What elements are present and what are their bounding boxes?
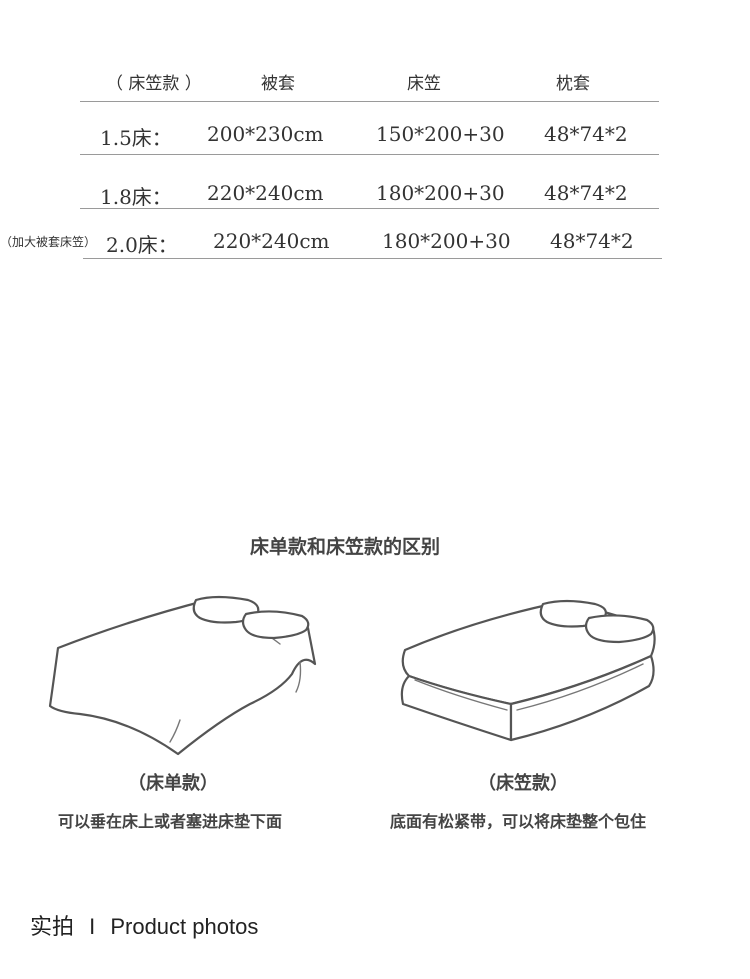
fitted-sheet-label: （床笠款）	[478, 773, 568, 794]
header-fitted: 床笠	[407, 74, 441, 94]
row-size: 1.8床：	[100, 185, 172, 209]
comparison-title: 床单款和床笠款的区别	[250, 536, 441, 558]
row-note: （加大被套床笠）	[0, 235, 97, 249]
section-heading: 实拍 I Product photos	[30, 909, 258, 941]
divider	[80, 208, 659, 209]
fitted-sheet-bed-illustration	[400, 599, 656, 742]
row-duvet: 200*230cm	[207, 122, 324, 146]
flat-sheet-bed-illustration	[48, 595, 317, 756]
header-pillow: 枕套	[556, 74, 590, 94]
row-duvet: 220*240cm	[213, 229, 330, 253]
flat-sheet-label: （床单款）	[128, 773, 218, 794]
row-fitted: 180*200+30	[376, 181, 505, 205]
divider	[80, 101, 659, 102]
header-style: （ 床笠款 ）	[106, 74, 202, 94]
row-fitted: 150*200+30	[376, 122, 505, 146]
divider	[83, 258, 662, 259]
heading-separator: I	[89, 914, 96, 939]
divider	[80, 154, 659, 155]
row-pillow: 48*74*2	[550, 229, 634, 253]
fitted-sheet-desc: 底面有松紧带，可以将床垫整个包住	[390, 812, 647, 831]
header-duvet: 被套	[261, 74, 295, 94]
row-pillow: 48*74*2	[544, 181, 628, 205]
heading-cn: 实拍	[30, 915, 75, 940]
row-pillow: 48*74*2	[544, 122, 628, 146]
row-fitted: 180*200+30	[382, 229, 511, 253]
row-size: 1.5床：	[100, 126, 172, 150]
flat-sheet-desc: 可以垂在床上或者塞进床垫下面	[58, 812, 283, 831]
row-duvet: 220*240cm	[207, 181, 324, 205]
heading-en: Product photos	[110, 914, 259, 939]
row-size: 2.0床：	[106, 233, 178, 257]
